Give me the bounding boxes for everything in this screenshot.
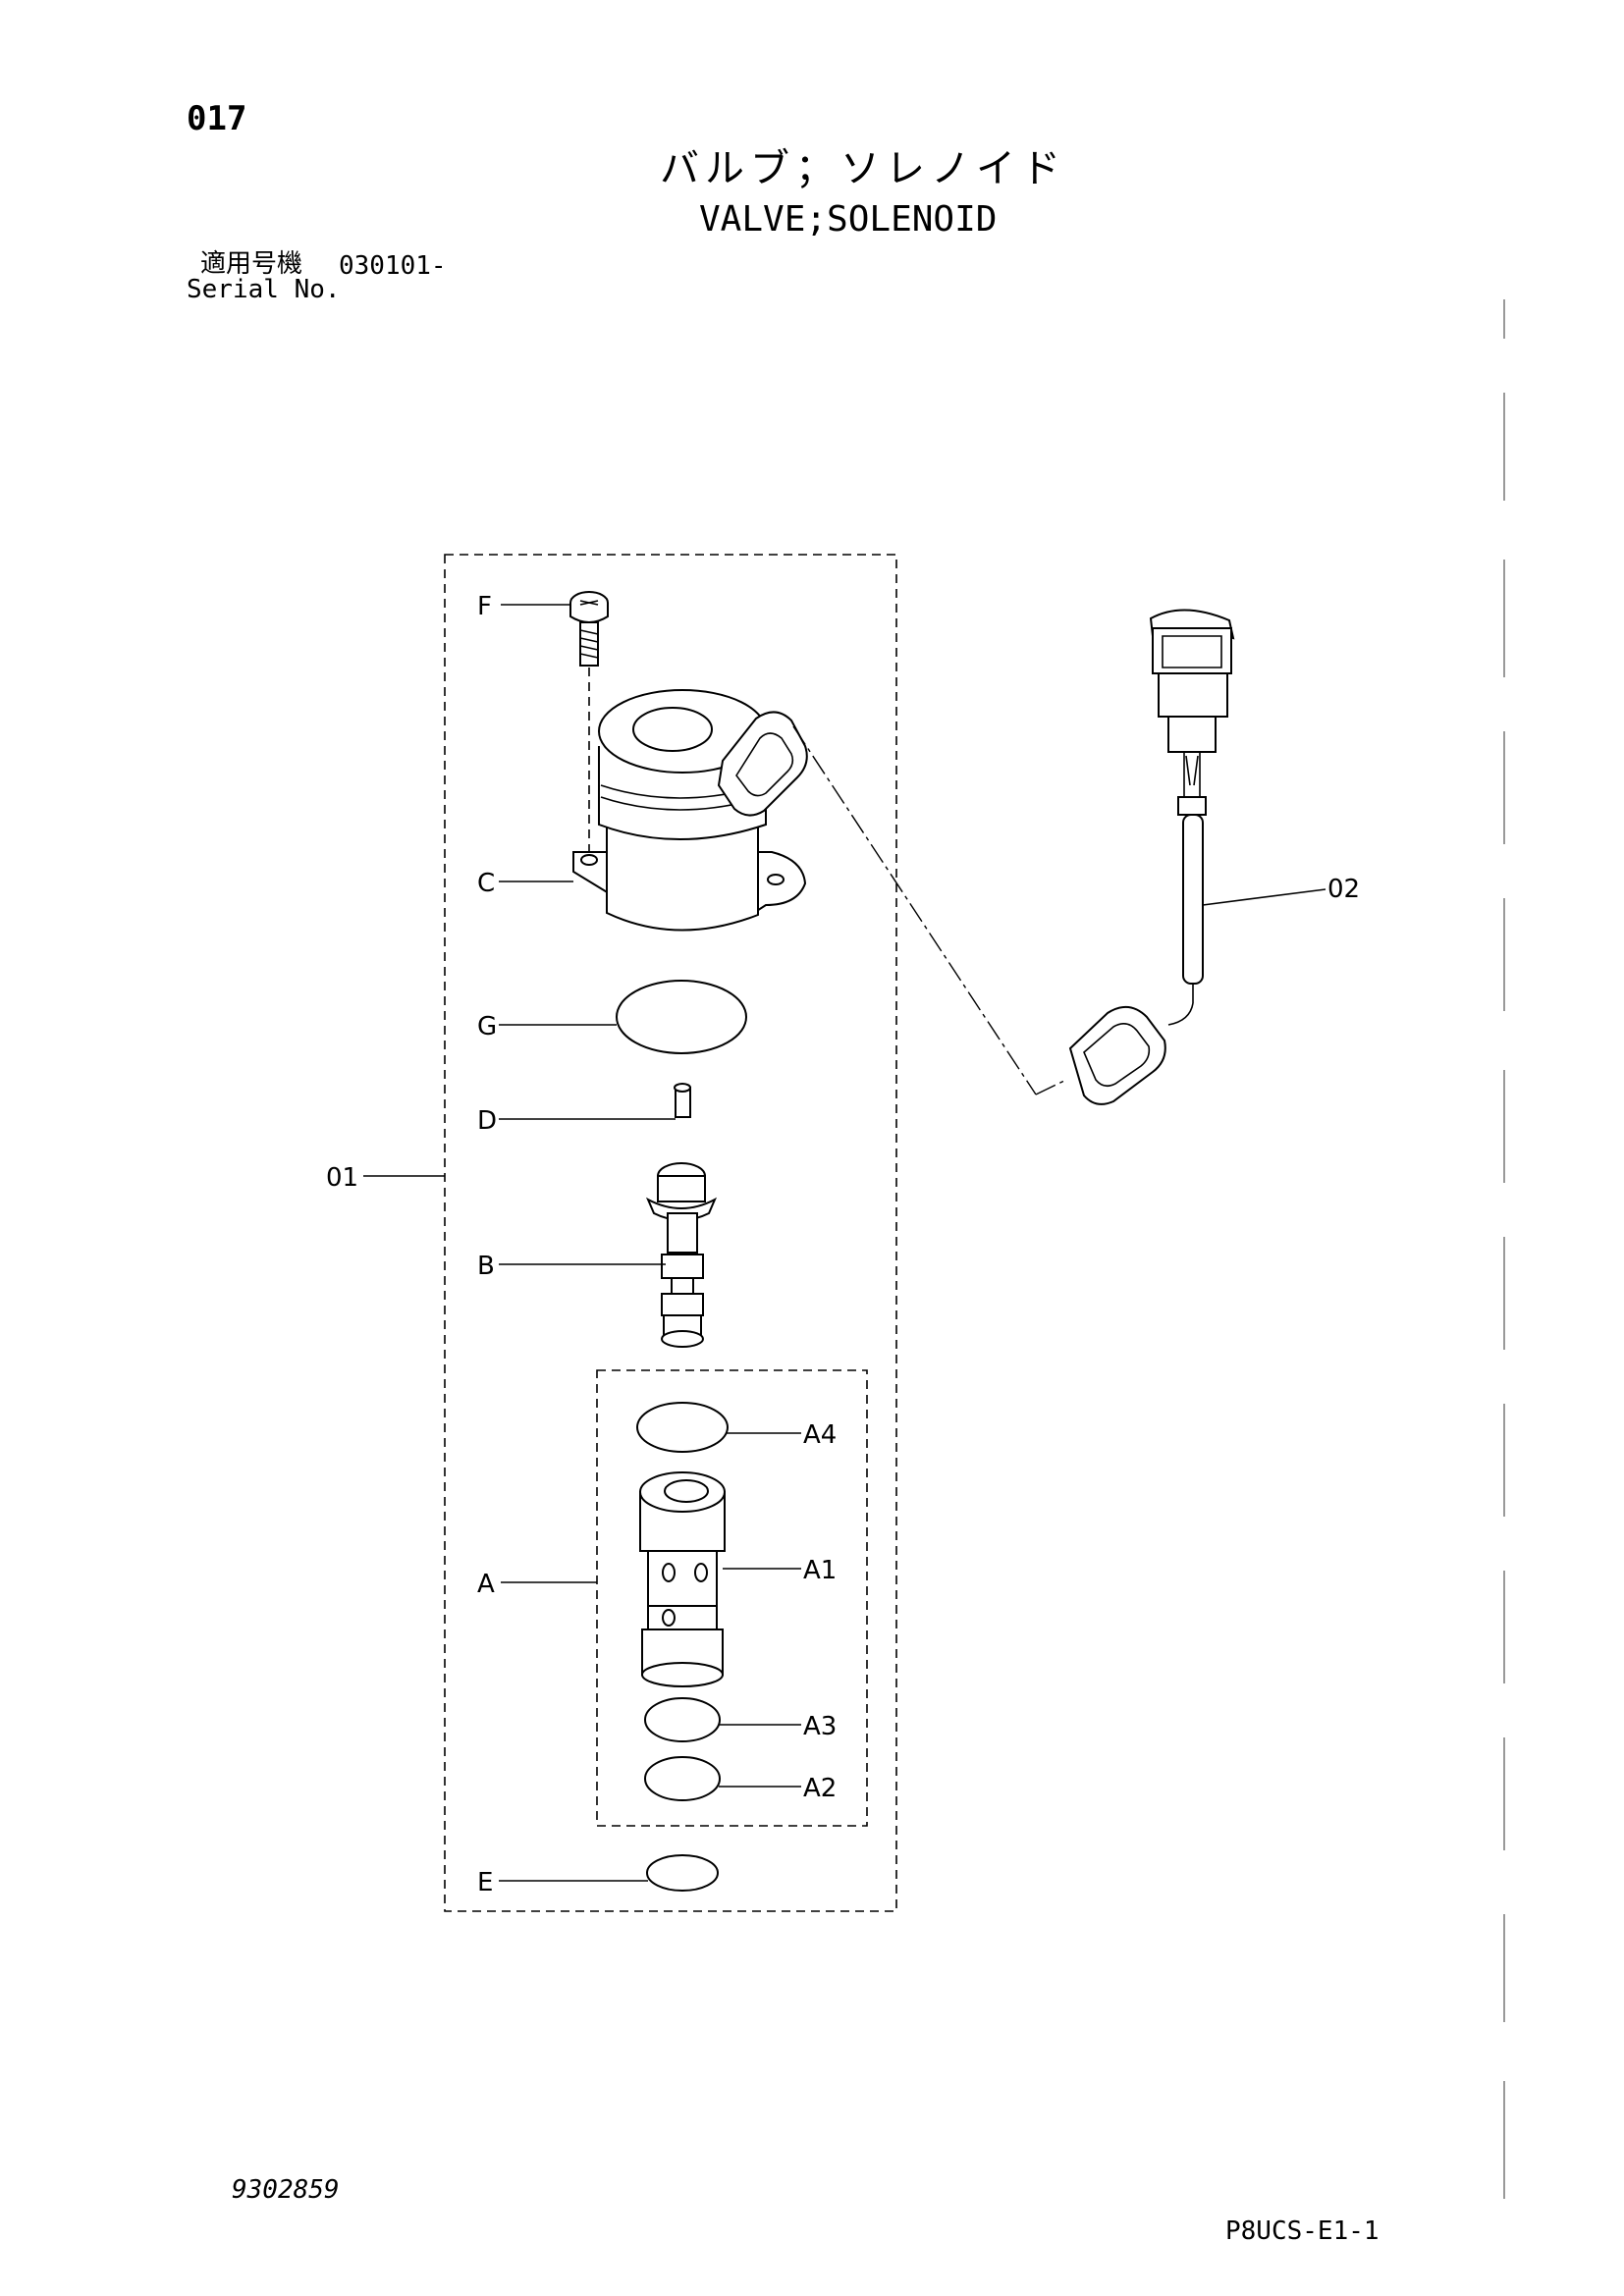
callout-g: G bbox=[477, 1012, 497, 1041]
callout-a: A bbox=[477, 1570, 495, 1599]
sleeve-part-a1 bbox=[639, 1471, 726, 1687]
callout-a2: A2 bbox=[803, 1774, 837, 1803]
assembly-01-boundary bbox=[444, 554, 897, 1912]
oring-part-a2 bbox=[644, 1756, 721, 1801]
page-number: 017 bbox=[187, 99, 247, 138]
title-japanese: バルブ；ソレノイド bbox=[660, 146, 1066, 191]
callout-a4: A4 bbox=[803, 1420, 837, 1450]
oring-part-a4 bbox=[636, 1402, 729, 1453]
drawing-number: 9302859 bbox=[232, 2175, 340, 2205]
pin-part-d bbox=[674, 1083, 691, 1118]
callout-d: D bbox=[477, 1106, 497, 1136]
callout-c: C bbox=[477, 869, 495, 898]
leader-lines bbox=[363, 604, 1326, 1882]
callout-01: 01 bbox=[326, 1163, 358, 1193]
callout-a1: A1 bbox=[803, 1556, 837, 1585]
serial-label-english: Serial No. bbox=[187, 275, 341, 304]
oring-part-e bbox=[646, 1854, 719, 1892]
callout-b: B bbox=[477, 1252, 495, 1281]
spool-part-b bbox=[645, 1162, 718, 1348]
oring-part-a3 bbox=[644, 1697, 721, 1742]
assembly-a-boundary bbox=[596, 1369, 868, 1827]
serial-value: 030101- bbox=[339, 251, 447, 281]
serial-label-japanese: 適用号機 bbox=[200, 249, 303, 279]
oring-part-g bbox=[616, 980, 747, 1054]
callout-02: 02 bbox=[1327, 875, 1360, 904]
screw-part-f bbox=[569, 591, 609, 860]
title-english: VALVE;SOLENOID bbox=[699, 199, 998, 240]
callout-a3: A3 bbox=[803, 1712, 837, 1741]
callout-e: E bbox=[477, 1868, 493, 1897]
callout-f: F bbox=[477, 592, 492, 621]
solenoid-coil-part-c bbox=[572, 689, 1067, 1095]
sheet-code: P8UCS-E1-1 bbox=[1225, 2216, 1380, 2246]
harness-part-02 bbox=[1068, 609, 1235, 1105]
